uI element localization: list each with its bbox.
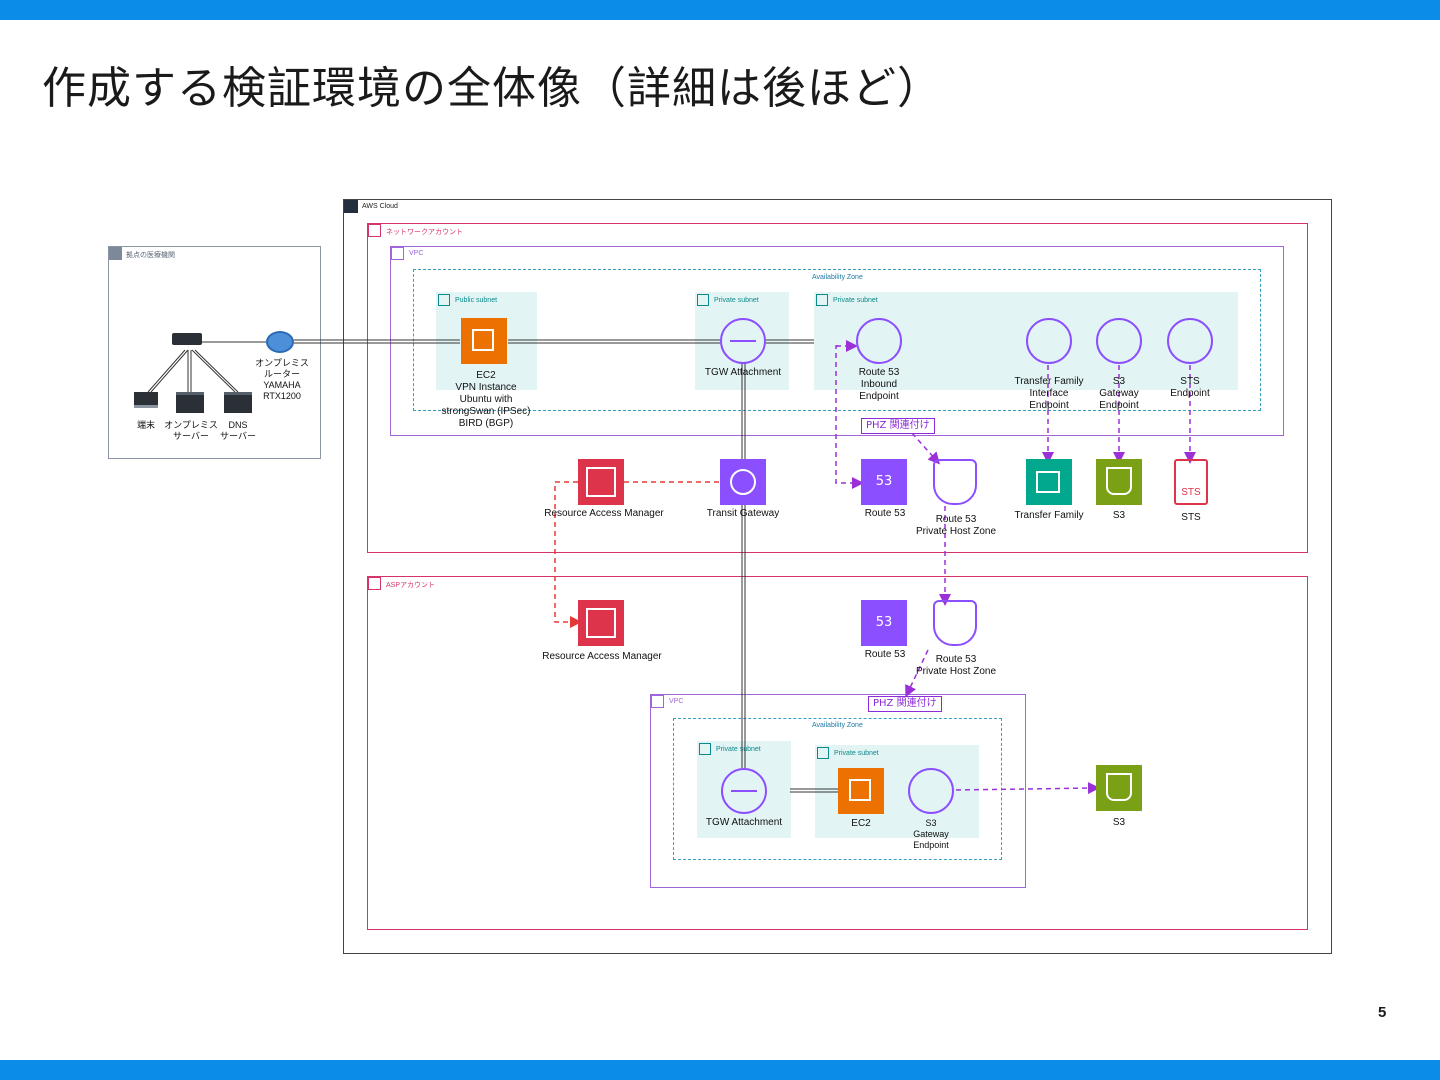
- onprem-group: [108, 246, 321, 459]
- onprem-server-label: オンプレミス サーバー: [164, 420, 218, 441]
- aws-cloud-label: AWS Cloud: [362, 203, 398, 210]
- s3-endpoint-icon: [908, 768, 954, 814]
- account-icon: [368, 577, 381, 590]
- asp-vpc-group: [650, 694, 1026, 888]
- lan-links: [147, 341, 270, 393]
- s3-label: S3: [1112, 510, 1126, 521]
- switch-icon: [172, 333, 202, 345]
- private-subnet-label: Private subnet: [833, 297, 878, 304]
- asp-account-label: ASPアカウント: [386, 582, 436, 589]
- transfer-family-label: Transfer Family: [1014, 510, 1084, 521]
- asp-route53-label: Route 53: [864, 649, 906, 660]
- vpc-icon: [651, 695, 664, 708]
- transfer-endpoint-label: Transfer Family Interface Endpoint: [1014, 376, 1084, 411]
- sts-endpoint-label: STS Endpoint: [1170, 376, 1210, 399]
- top-accent-bar: [0, 0, 1440, 20]
- server-icon: [176, 392, 204, 413]
- aws-cloud-group: [343, 199, 1332, 954]
- network-vpc-label: VPC: [409, 250, 424, 257]
- vpc-icon: [391, 247, 404, 260]
- r53-inbound-label: Route 53 Inbound Endpoint: [858, 367, 900, 402]
- onprem-label: 拠点の医療機関: [126, 252, 175, 259]
- sts-endpoint-icon: [1167, 318, 1213, 364]
- lock-icon: [817, 747, 829, 759]
- private-host-zone-icon: [933, 459, 977, 505]
- sts-label: STS: [1181, 512, 1201, 523]
- asp-ec2-label: EC2: [851, 818, 871, 829]
- network-account-group: [367, 223, 1308, 553]
- ram-icon: [578, 459, 624, 505]
- vpn-ec2-label: EC2 VPN Instance Ubuntu with strongSwan …: [441, 370, 531, 429]
- route53-icon: 53: [861, 600, 907, 646]
- private-subnet-label: Private subnet: [834, 750, 879, 757]
- asp-ram-label: Resource Access Manager: [542, 651, 662, 662]
- network-account-label: ネットワークアカウント: [386, 229, 463, 236]
- s3-icon: [1096, 459, 1142, 505]
- route53-badge-text: 53: [875, 615, 893, 630]
- network-vpc-group: [390, 246, 1284, 436]
- ram-label: Resource Access Manager: [544, 508, 664, 519]
- transfer-family-icon: [1026, 459, 1072, 505]
- building-icon: [109, 247, 122, 260]
- dns-server-label: DNS サーバー: [220, 420, 256, 441]
- private-subnet-label: Private subnet: [716, 746, 761, 753]
- aws-logo-icon: [344, 200, 358, 213]
- tgw-attachment-icon: [721, 768, 767, 814]
- account-icon: [368, 224, 381, 237]
- sts-icon-text: STS: [1181, 487, 1201, 498]
- lock-icon: [697, 294, 709, 306]
- lock-icon: [699, 743, 711, 755]
- transfer-endpoint-icon: [1026, 318, 1072, 364]
- asp-s3-label: S3: [1112, 817, 1126, 828]
- ec2-icon: [838, 768, 884, 814]
- r53-inbound-endpoint-icon: [856, 318, 902, 364]
- phz-association-badge: PHZ 関連付け: [861, 418, 935, 434]
- dns-server-icon: [224, 392, 252, 413]
- asp-vpc-label: VPC: [669, 698, 684, 705]
- ram-icon: [578, 600, 624, 646]
- route53-icon: 53: [861, 459, 907, 505]
- private-host-zone-icon: [933, 600, 977, 646]
- asp-phz-association-badge: PHZ 関連付け: [868, 696, 942, 712]
- transit-gateway-icon: [720, 459, 766, 505]
- route53-badge-text: 53: [875, 474, 893, 489]
- lock-icon: [438, 294, 450, 306]
- tgw-attachment-icon: [720, 318, 766, 364]
- s3-icon: [1096, 765, 1142, 811]
- route53-label: Route 53: [864, 508, 906, 519]
- laptop-icon: [134, 392, 158, 408]
- vpn-links: [294, 339, 838, 793]
- ec2-icon: [461, 318, 507, 364]
- tgw-attachment-label: TGW Attachment: [704, 367, 782, 378]
- network-az-label: Availability Zone: [812, 274, 863, 281]
- asp-private-host-zone-label: Route 53 Private Host Zone: [915, 654, 997, 677]
- bottom-accent-bar: [0, 1060, 1440, 1080]
- router-icon: [266, 331, 294, 353]
- public-subnet-label: Public subnet: [455, 297, 498, 304]
- private-host-zone-label: Route 53 Private Host Zone: [915, 514, 997, 537]
- transit-gateway-label: Transit Gateway: [706, 508, 780, 519]
- asp-az-label: Availability Zone: [812, 722, 863, 729]
- page-number: 5: [1378, 1004, 1387, 1021]
- onprem-router-label: オンプレミス ルーター YAMAHA RTX1200: [255, 358, 309, 401]
- slide-title: 作成する検証環境の全体像（詳細は後ほど）: [42, 63, 942, 114]
- terminal-label: 端末: [136, 420, 156, 430]
- s3-endpoint-label: S3 Gateway Endpoint: [1099, 376, 1139, 411]
- s3-endpoint-icon: [1096, 318, 1142, 364]
- dns-links: [835, 340, 1196, 795]
- asp-tgw-attachment-label: TGW Attachment: [705, 817, 783, 828]
- private-subnet-label: Private subnet: [714, 297, 759, 304]
- lock-icon: [816, 294, 828, 306]
- asp-account-group: [367, 576, 1308, 930]
- ram-share-links: [554, 481, 720, 628]
- asp-s3-endpoint-label: S3 Gateway Endpoint: [913, 818, 949, 850]
- sts-icon: STS: [1174, 459, 1208, 505]
